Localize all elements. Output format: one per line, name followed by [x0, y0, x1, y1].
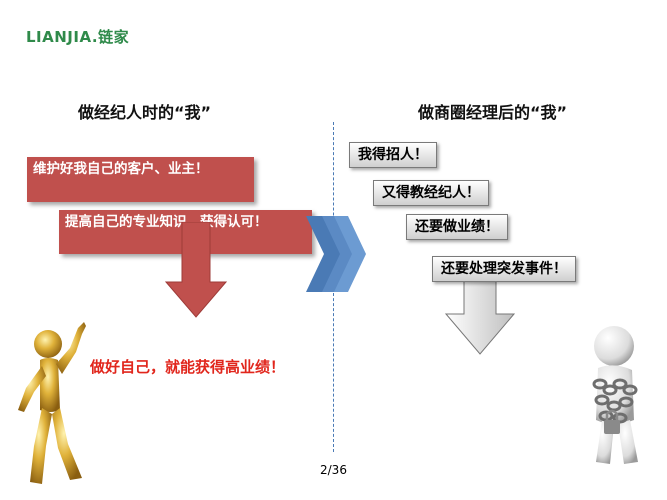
step-teach-box: 又得教经纪人！: [373, 180, 489, 206]
logo-chinese: 链家: [98, 28, 130, 46]
logo-latin: LIANJIA.: [26, 28, 99, 46]
blue-chevron-arrow: [306, 216, 366, 292]
maintain-clients-box: 维护好我自己的客户、业主！: [27, 157, 254, 202]
step-performance-box: 还要做业绩！: [406, 214, 508, 240]
page-number: 2/36: [320, 463, 347, 477]
chained-figure-icon: [592, 326, 638, 464]
step-emergency-box: 还要处理突发事件！: [432, 256, 576, 282]
lianjia-logo: LIANJIA.链家: [26, 26, 129, 47]
left-heading: 做经纪人时的“我”: [78, 103, 212, 122]
conclusion-text: 做好自己，就能获得高业绩！: [90, 358, 286, 376]
right-heading: 做商圈经理后的“我”: [418, 103, 568, 122]
gold-figure-icon: [18, 322, 86, 484]
step-recruit-box: 我得招人！: [349, 142, 437, 168]
red-down-arrow: [165, 222, 227, 318]
